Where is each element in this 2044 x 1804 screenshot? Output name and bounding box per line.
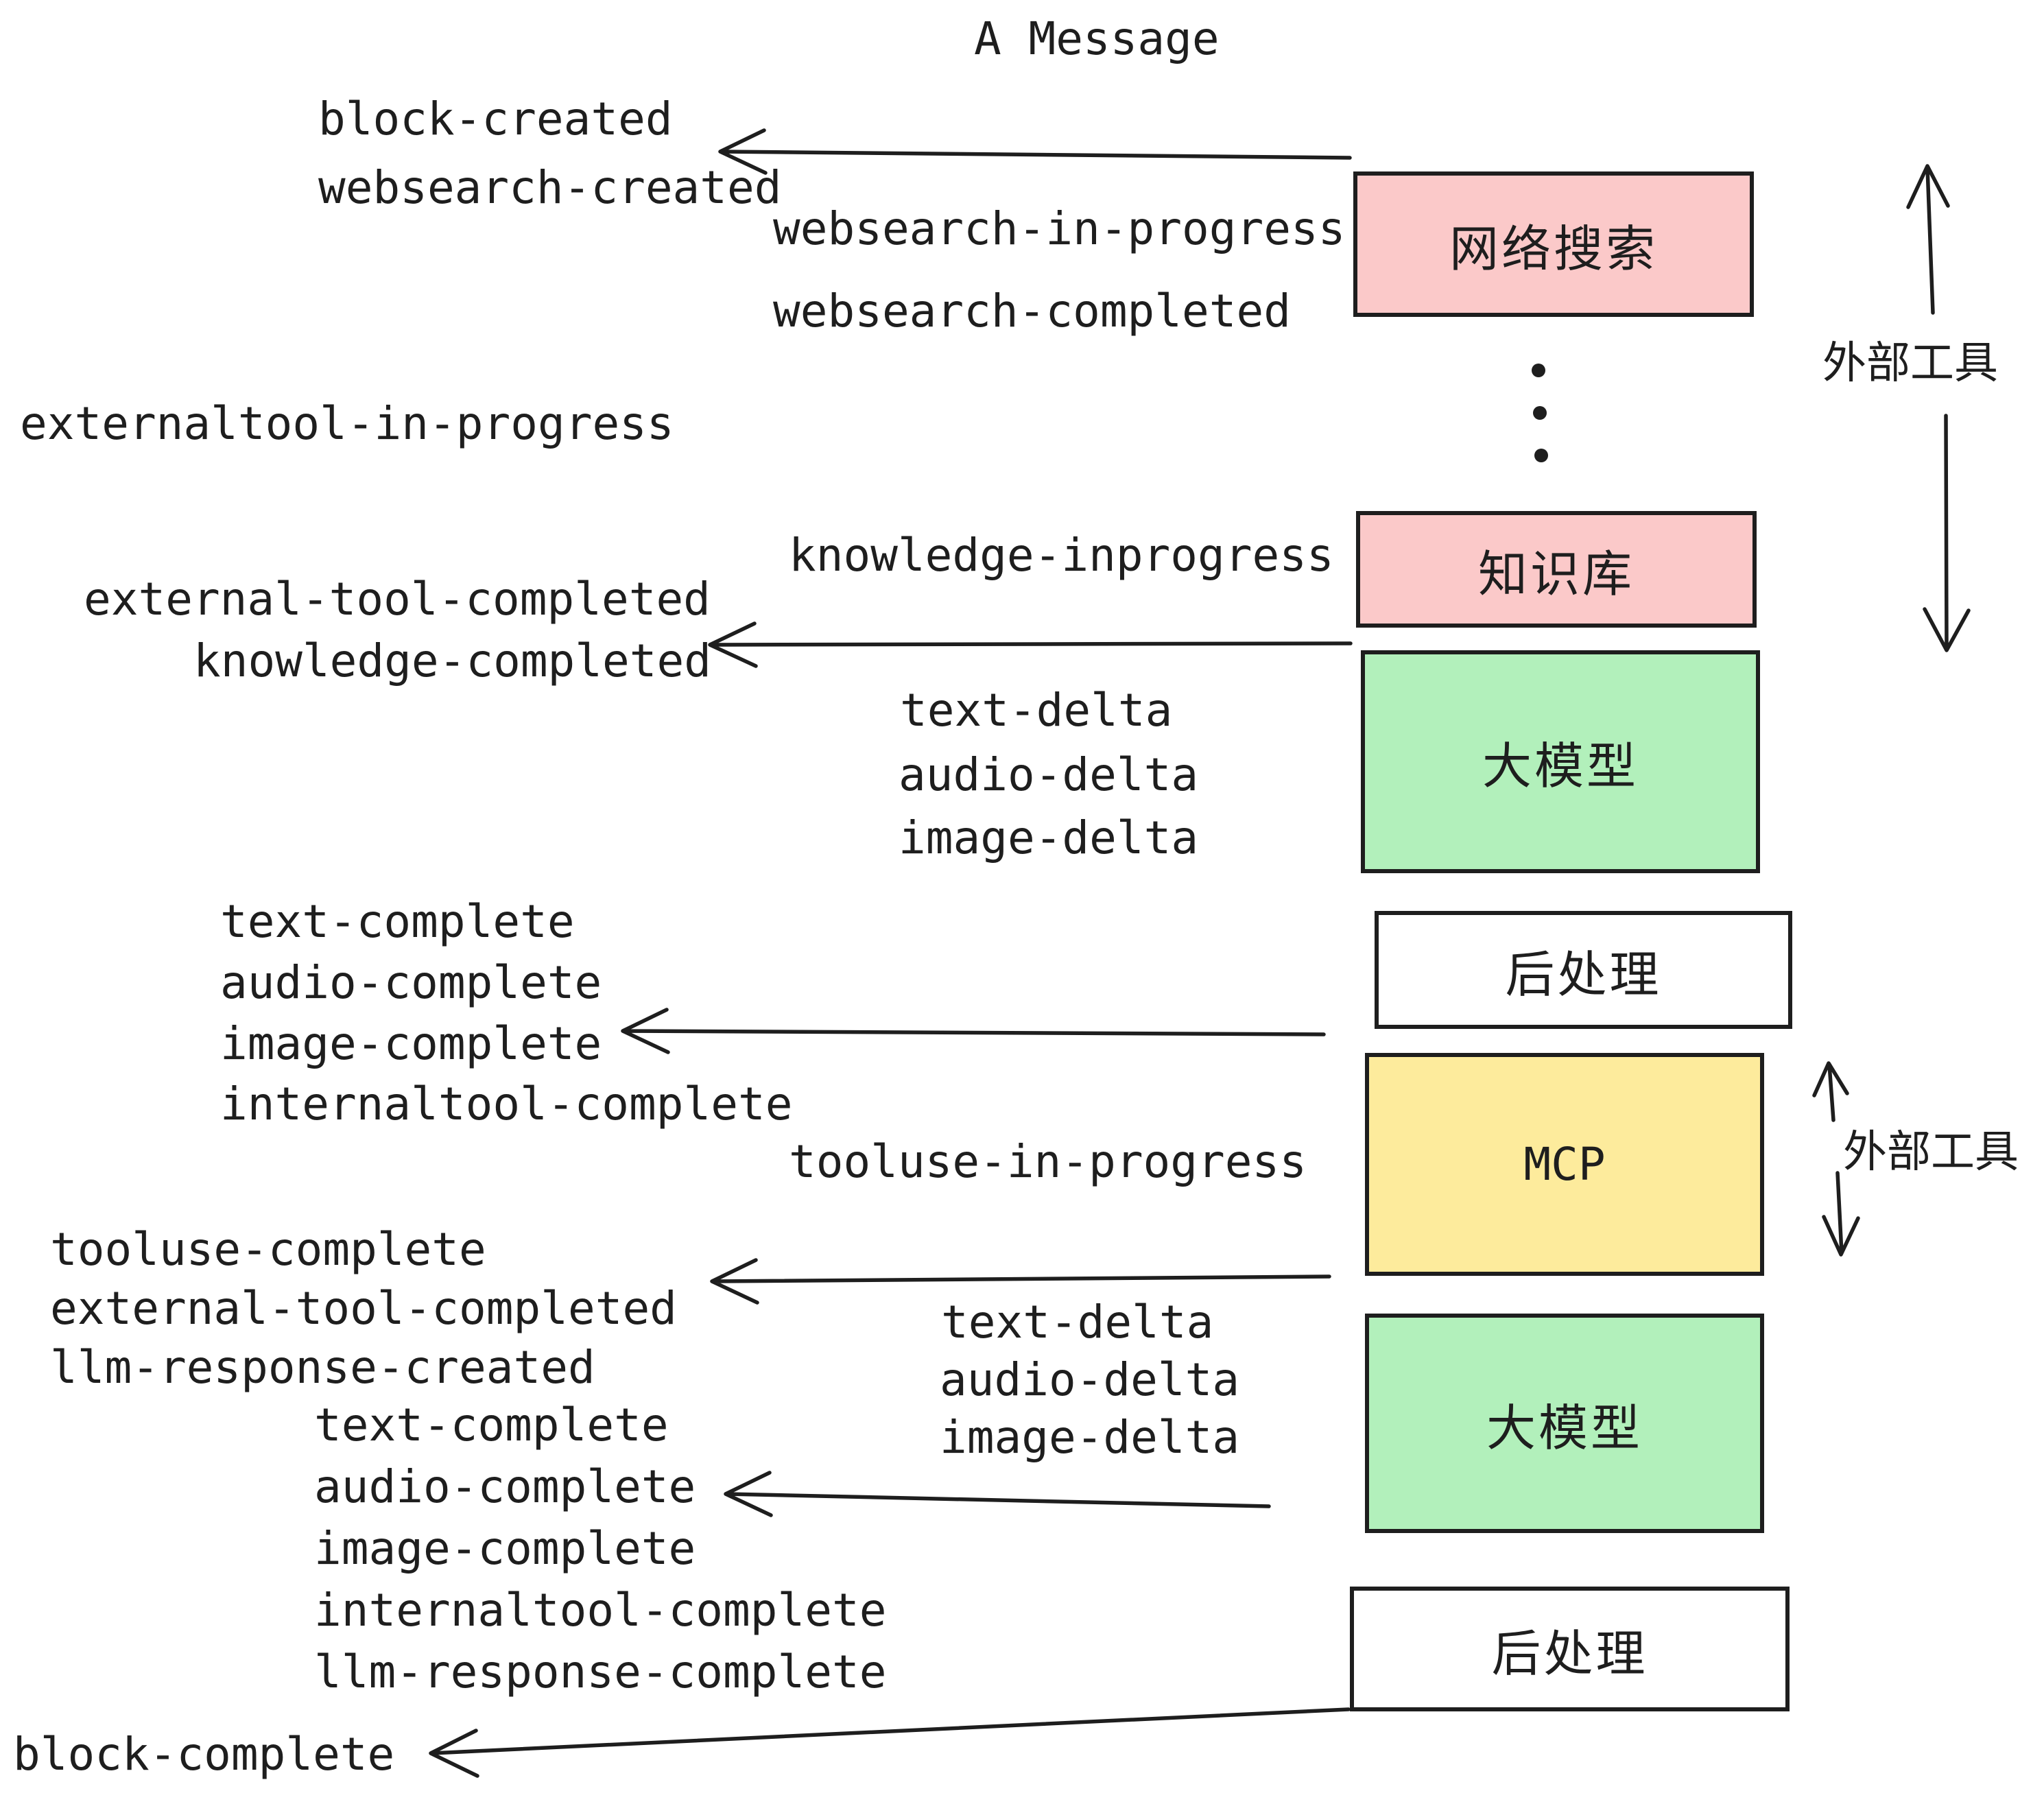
external-tools-down-arrow-2 bbox=[1822, 1171, 1860, 1257]
event-websearch-created: websearch-created bbox=[318, 161, 782, 214]
event-tooluse-complete: tooluse-complete bbox=[50, 1223, 486, 1276]
event-external-tool-completed-2: external-tool-completed bbox=[50, 1282, 677, 1335]
event-external-tool-completed: external-tool-completed bbox=[84, 573, 711, 626]
box-websearch-label: 网络搜索 bbox=[1449, 219, 1658, 278]
box-knowledge-label: 知识库 bbox=[1477, 545, 1635, 603]
box-llm-1: 大模型 bbox=[1361, 650, 1760, 873]
event-image-complete-1: image-complete bbox=[220, 1017, 602, 1070]
event-image-delta-2: image-delta bbox=[940, 1411, 1240, 1464]
dot-icon bbox=[1534, 449, 1548, 462]
event-text-complete-1: text-complete bbox=[220, 895, 575, 948]
arrow-post2-to-block-complete bbox=[429, 1707, 1351, 1778]
event-knowledge-inprogress: knowledge-inprogress bbox=[789, 529, 1334, 582]
box-mcp-label: MCP bbox=[1523, 1138, 1606, 1191]
event-audio-complete-2: audio-complete bbox=[314, 1460, 696, 1513]
event-websearch-completed: websearch-completed bbox=[773, 285, 1291, 337]
dot-icon bbox=[1533, 406, 1547, 420]
event-internaltool-complete-2: internaltool-complete bbox=[314, 1584, 887, 1637]
external-tools-up-arrow-1 bbox=[1906, 164, 1950, 315]
box-llm-2: 大模型 bbox=[1365, 1314, 1764, 1533]
event-block-created: block-created bbox=[318, 93, 673, 145]
event-text-complete-2: text-complete bbox=[314, 1399, 669, 1451]
box-postprocess-2-label: 后处理 bbox=[1491, 1624, 1648, 1683]
arrow-post-to-image-complete bbox=[621, 1008, 1326, 1054]
arrow-websearch-to-block-created bbox=[718, 128, 1352, 175]
box-llm-2-label: 大模型 bbox=[1486, 1399, 1643, 1457]
box-websearch: 网络搜索 bbox=[1353, 171, 1754, 317]
event-llm-response-complete: llm-response-complete bbox=[314, 1646, 887, 1698]
external-tools-down-arrow-1 bbox=[1923, 414, 1971, 652]
box-llm-1-label: 大模型 bbox=[1482, 737, 1639, 795]
box-postprocess-1-label: 后处理 bbox=[1505, 945, 1662, 1004]
external-tools-up-arrow-2 bbox=[1812, 1061, 1849, 1122]
event-text-delta-2: text-delta bbox=[941, 1296, 1214, 1349]
event-externaltool-in-progress: externaltool-in-progress bbox=[20, 397, 674, 450]
event-text-delta-1: text-delta bbox=[900, 684, 1173, 737]
box-postprocess-2: 后处理 bbox=[1350, 1587, 1790, 1711]
event-audio-delta-1: audio-delta bbox=[899, 748, 1199, 801]
box-knowledge: 知识库 bbox=[1356, 511, 1757, 628]
event-block-complete: block-complete bbox=[13, 1728, 395, 1781]
page-title: A Message bbox=[974, 12, 1220, 65]
event-image-delta-1: image-delta bbox=[899, 811, 1199, 864]
event-websearch-in-progress: websearch-in-progress bbox=[773, 202, 1346, 255]
box-mcp: MCP bbox=[1365, 1053, 1764, 1276]
event-audio-delta-2: audio-delta bbox=[940, 1353, 1240, 1406]
arrow-mcp-to-external-tool-completed bbox=[710, 1258, 1331, 1305]
external-tools-label-bottom: 外部工具 bbox=[1843, 1127, 2019, 1178]
arrow-llm2-to-audio-complete bbox=[724, 1471, 1271, 1517]
ellipsis-dots bbox=[1532, 364, 1548, 462]
event-knowledge-completed: knowledge-completed bbox=[193, 634, 711, 687]
event-image-complete-2: image-complete bbox=[314, 1522, 696, 1575]
box-postprocess-1: 后处理 bbox=[1375, 911, 1792, 1029]
event-tooluse-in-progress: tooluse-in-progress bbox=[789, 1135, 1307, 1188]
event-llm-response-created: llm-response-created bbox=[50, 1341, 595, 1394]
dot-icon bbox=[1532, 364, 1545, 377]
event-audio-complete-1: audio-complete bbox=[220, 956, 602, 1009]
external-tools-label-top: 外部工具 bbox=[1822, 338, 1998, 389]
event-internaltool-complete-1: internaltool-complete bbox=[220, 1078, 793, 1130]
arrow-group bbox=[429, 128, 1971, 1778]
arrow-llm-to-knowledge-completed bbox=[708, 621, 1353, 668]
